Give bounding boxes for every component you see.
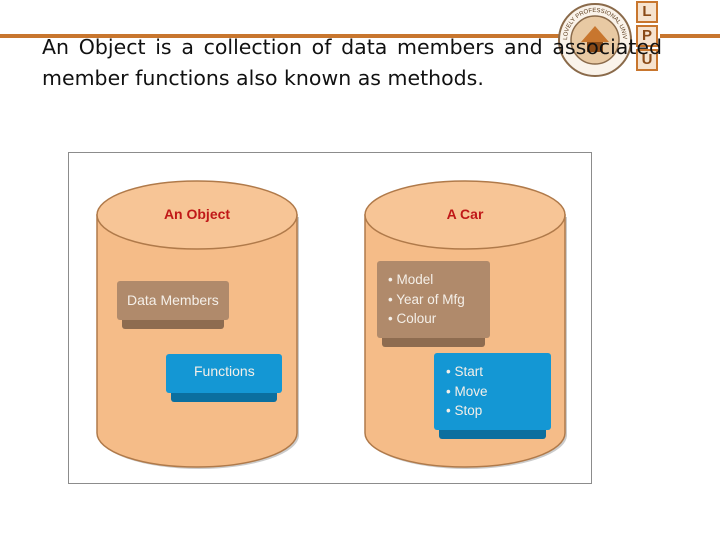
data-members-block: Data Members	[117, 281, 229, 329]
list-item: • Move	[446, 383, 488, 399]
object-cylinder: An Object	[95, 177, 303, 475]
functions-label: Functions	[194, 363, 255, 379]
list-item: • Year of Mfg	[388, 291, 465, 307]
cylinder-title: An Object	[163, 206, 231, 222]
list-item: • Colour	[388, 311, 437, 326]
header-rule-right	[660, 34, 720, 38]
list-item: • Start	[446, 364, 483, 379]
data-members-label: Data Members	[127, 292, 219, 308]
car-functions-block: • Start • Move • Stop	[434, 353, 551, 439]
car-data-block: • Model • Year of Mfg • Colour	[377, 261, 490, 347]
list-item: • Model	[388, 272, 434, 287]
object-diagram: An Object A Car Data Members Functions •…	[68, 152, 592, 484]
university-seal-logo: LOVELY PROFESSIONAL UNIVERSITY PUNJAB (I…	[557, 2, 632, 77]
logo-letter: P	[636, 25, 658, 47]
slide-body-text: An Object is a collection of data member…	[42, 35, 662, 90]
car-functions-list: • Start • Move • Stop	[446, 362, 488, 421]
cylinder-title: A Car	[446, 206, 484, 222]
functions-block: Functions	[166, 354, 282, 402]
university-letter-logo: L P U	[636, 1, 658, 73]
logo-letter: U	[636, 49, 658, 71]
car-data-list: • Model • Year of Mfg • Colour	[388, 270, 465, 329]
logo-letter: L	[636, 1, 658, 23]
list-item: • Stop	[446, 403, 483, 418]
header-rule-left	[0, 34, 566, 38]
